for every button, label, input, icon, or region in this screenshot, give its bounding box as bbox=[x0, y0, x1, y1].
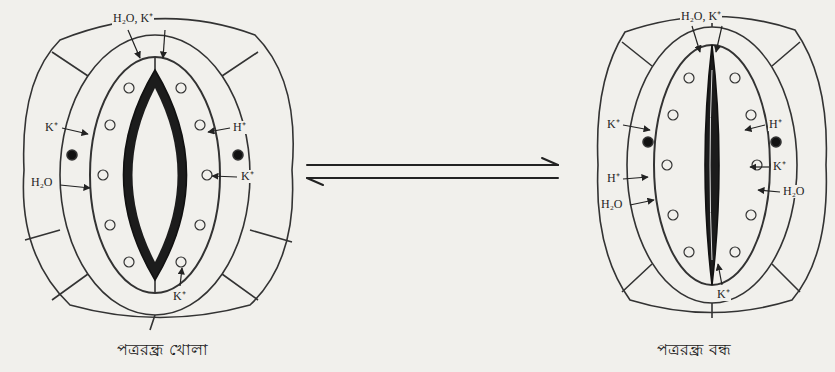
cell-walls bbox=[622, 12, 800, 318]
chloroplasts bbox=[662, 73, 762, 257]
chloroplasts bbox=[98, 83, 212, 267]
guard-cells bbox=[654, 45, 770, 285]
open-stoma bbox=[23, 19, 293, 330]
ion-label: K⁺ bbox=[240, 170, 255, 183]
figure-caption: পত্ররন্ধ্র খোলা bbox=[114, 337, 210, 364]
cell-walls bbox=[25, 52, 292, 330]
ion-label: H⁺ bbox=[606, 172, 621, 185]
pore-open bbox=[133, 88, 178, 262]
ion-label: H₂O bbox=[782, 185, 806, 198]
ion-label: K⁺ bbox=[606, 118, 621, 131]
guard-cells bbox=[90, 57, 220, 293]
epidermal-outline bbox=[23, 19, 293, 318]
pore-wall bbox=[124, 70, 187, 280]
stoma-figure: পত্ররন্ধ্র খোলা bbox=[20, 6, 305, 364]
epidermal-outline bbox=[598, 16, 827, 312]
ion-label: H₂O, K⁺ bbox=[112, 12, 154, 25]
closed-stoma bbox=[598, 12, 827, 318]
ion-dot bbox=[233, 150, 243, 160]
ion-dot bbox=[643, 137, 653, 147]
flow-arrows bbox=[623, 26, 780, 285]
figure-caption: পত্ররন্ধ্র বন্ধ bbox=[654, 337, 733, 364]
ion-dot bbox=[771, 137, 781, 147]
ion-label: H₂O bbox=[30, 176, 54, 189]
ion-label: H₂O, K⁺ bbox=[680, 10, 722, 23]
ion-label: H⁺ bbox=[768, 118, 783, 131]
pore-slit bbox=[710, 70, 712, 260]
flow-arrows bbox=[60, 30, 237, 286]
ion-label: H⁺ bbox=[232, 121, 247, 134]
ion-label: K⁺ bbox=[172, 290, 187, 303]
ion-label: K⁺ bbox=[772, 160, 787, 173]
ion-label: K⁺ bbox=[44, 121, 59, 134]
subsidiary-cell-boundary bbox=[627, 27, 797, 303]
ion-label: K⁺ bbox=[716, 288, 731, 301]
ion-dot bbox=[67, 150, 77, 160]
pore-closed bbox=[705, 45, 719, 285]
reversible-arrow bbox=[307, 158, 558, 185]
ion-label: H₂O bbox=[600, 198, 624, 211]
subsidiary-cell-boundary bbox=[60, 35, 250, 315]
